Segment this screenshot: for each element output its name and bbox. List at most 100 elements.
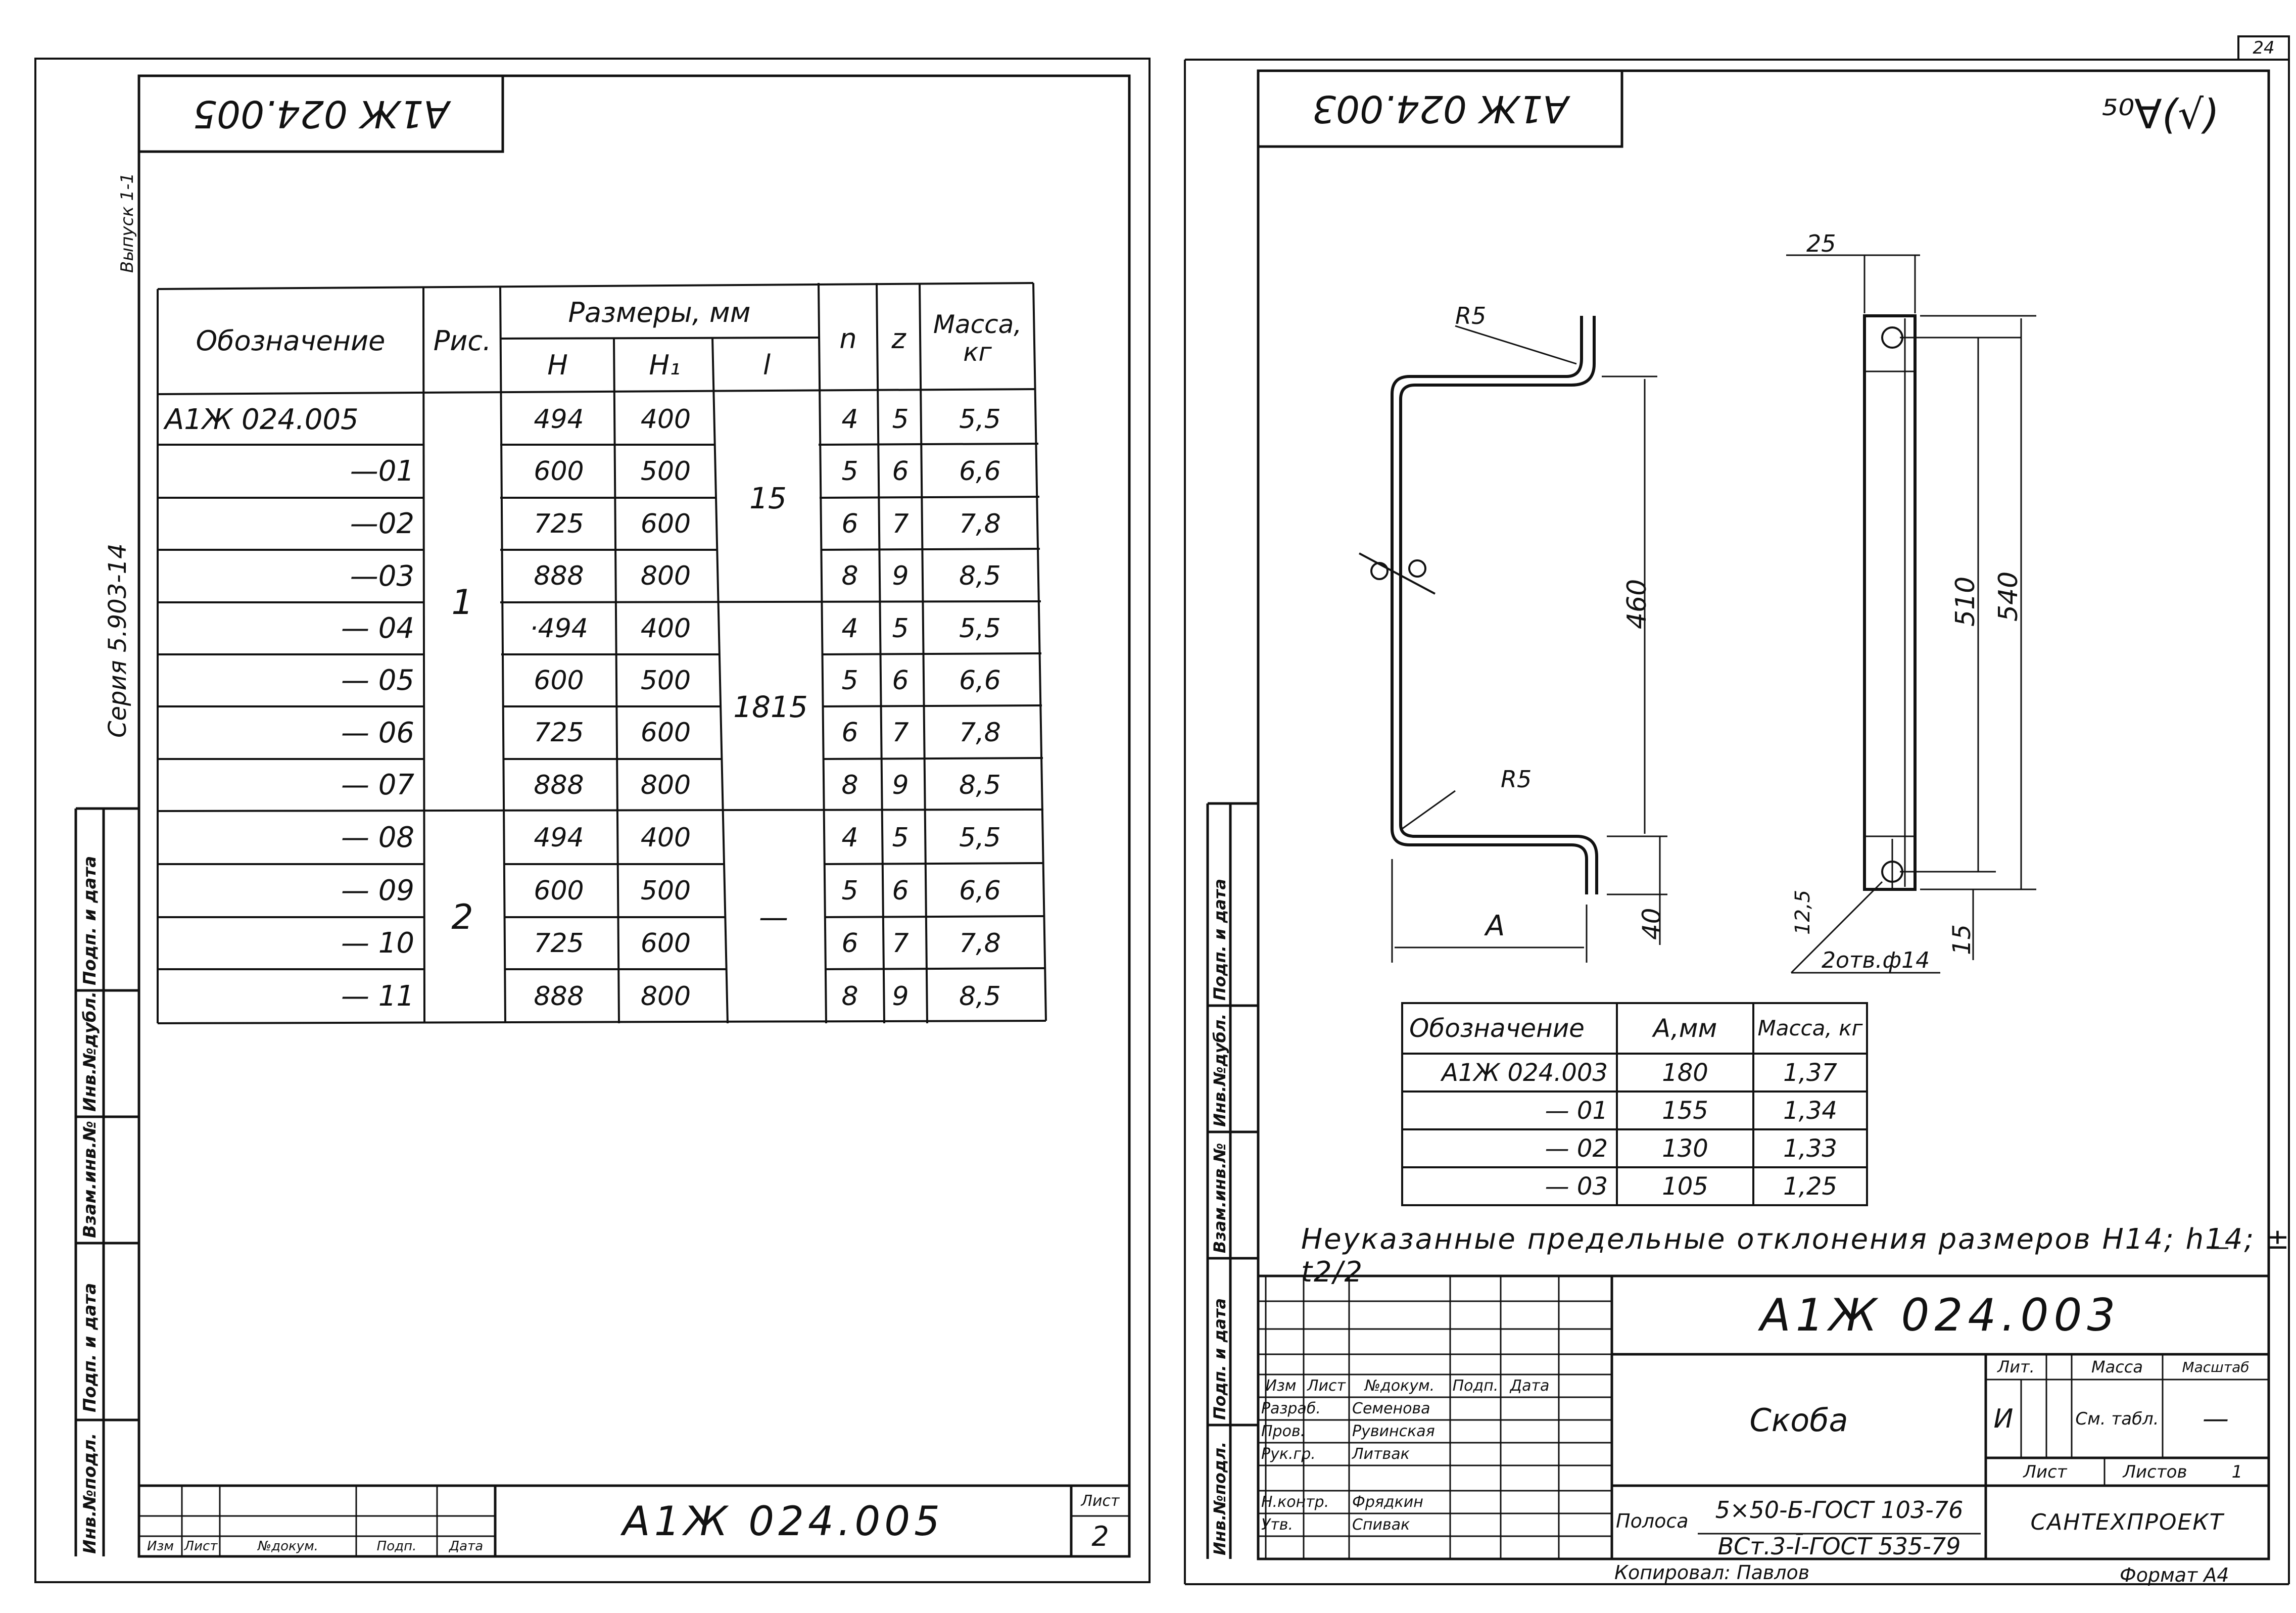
- left-tb-label-doc: №докум.: [258, 1539, 318, 1554]
- rt-tb-role-name: Спивак: [1352, 1516, 1410, 1534]
- dim-12-5: 12,5: [1791, 889, 1814, 935]
- right-stamp-label-2: Подп. и дата: [1210, 1298, 1229, 1420]
- rt-tb-role-role: Утв.: [1261, 1516, 1293, 1534]
- left-row-z: 6: [892, 875, 909, 906]
- right-row-mass: 1,37: [1783, 1058, 1837, 1087]
- left-row-mass: 6,6: [959, 665, 1001, 696]
- dim-r5-bottom: R5: [1501, 766, 1532, 793]
- left-row-H: 600: [534, 456, 584, 487]
- right-row-a: 105: [1662, 1172, 1708, 1201]
- right-row-mass: 1,33: [1783, 1134, 1837, 1163]
- left-row-mass: 7,8: [959, 928, 1001, 959]
- left-row-n: 5: [841, 456, 858, 487]
- right-stamp-label-4: Инв.№дубл.: [1210, 1013, 1229, 1127]
- header-mass: Масса, кг: [933, 310, 1022, 367]
- left-row-designation: — 10: [341, 927, 414, 960]
- header-l: l: [762, 349, 771, 381]
- rt-tb-lit-label: Лит.: [1997, 1357, 2035, 1377]
- left-row-H: 725: [534, 928, 584, 959]
- left-row-mass: 8,5: [959, 561, 1001, 591]
- right-row-mass: 1,25: [1783, 1172, 1837, 1201]
- left-top-stamp-text: А1Ж 024.005: [193, 92, 449, 135]
- left-stamp-label-2: Подп. и дата: [80, 1283, 100, 1412]
- left-row-n: 5: [841, 665, 858, 696]
- rt-tb-role-role: Н.контр.: [1261, 1493, 1329, 1511]
- left-row-H1: 800: [640, 981, 691, 1012]
- left-tb-label-list: Лист: [184, 1539, 218, 1554]
- left-row-mass: 5,5: [959, 613, 1001, 644]
- left-row-H: 888: [534, 561, 584, 591]
- left-row-mass: 6,6: [959, 875, 1001, 906]
- left-row-H: 494: [534, 822, 584, 853]
- left-row-designation: — 09: [341, 874, 414, 907]
- tolerance-note: Неуказанные предельные отклонения размер…: [1301, 1223, 2291, 1289]
- right-row-designation: А1Ж 024.003: [1442, 1058, 1608, 1087]
- rt-tb-sheet-label: Лист: [2023, 1461, 2067, 1482]
- left-row-z: 9: [892, 981, 909, 1012]
- left-stamp-label-5: Подп. и дата: [80, 856, 100, 985]
- left-row-z: 7: [892, 718, 909, 748]
- left-row-n: 8: [841, 770, 858, 800]
- left-row-H1: 600: [640, 718, 691, 748]
- rt-tb-role-name: Семенова: [1352, 1400, 1430, 1417]
- dim-540: 540: [1993, 571, 2024, 622]
- dim-460: 460: [1622, 579, 1652, 629]
- rt-tb-scale-value: —: [2203, 1403, 2229, 1434]
- left-row-H1: 600: [640, 508, 691, 539]
- dim-510: 510: [1950, 576, 1981, 627]
- right-stamp-label-5: Подп. и дата: [1210, 878, 1229, 1001]
- l-group-3: —: [759, 900, 788, 934]
- rt-tb-label-list: Лист: [1307, 1377, 1346, 1395]
- rt-tb-mass-label: Масса: [2091, 1357, 2143, 1377]
- left-row-z: 9: [892, 561, 909, 591]
- left-tb-label-date: Дата: [449, 1539, 484, 1554]
- left-row-H: 725: [534, 508, 584, 539]
- right-row-a: 155: [1662, 1096, 1708, 1125]
- rt-tb-material-top: 5×50-Б-ГОСТ 103-76: [1715, 1496, 1964, 1524]
- left-row-H1: 600: [640, 928, 691, 959]
- rt-header-mass: Масса, кг: [1757, 1015, 1863, 1040]
- rt-tb-scale-label: Масштаб: [2182, 1358, 2250, 1375]
- left-row-designation: — 05: [341, 664, 414, 697]
- rt-header-a: A,мм: [1653, 1014, 1717, 1043]
- left-row-n: 8: [841, 981, 858, 1012]
- rt-tb-sheets-label: Листов: [2123, 1461, 2187, 1482]
- left-tb-sheet-number: 2: [1091, 1520, 1109, 1552]
- left-row-n: 5: [841, 875, 858, 906]
- left-row-n: 6: [841, 718, 858, 748]
- left-row-H1: 800: [640, 561, 691, 591]
- rt-tb-designation: А1Ж 024.003: [1760, 1289, 2121, 1341]
- figure-group-2: 2: [451, 897, 473, 937]
- rt-tb-organization: Сантехпроект: [2030, 1509, 2224, 1535]
- left-row-designation: — 08: [341, 821, 414, 854]
- dim-r5-top: R5: [1455, 302, 1487, 329]
- rt-header-designation: Обозначение: [1409, 1014, 1585, 1043]
- rt-tb-lit-value: И: [1993, 1403, 2014, 1434]
- left-row-mass: 5,5: [959, 822, 1001, 853]
- left-row-mass: 7,8: [959, 718, 1001, 748]
- rt-tb-mass-value: См. табл.: [2075, 1408, 2159, 1429]
- left-tb-designation: А1Ж 024.005: [622, 1497, 944, 1545]
- left-row-H: 600: [534, 875, 584, 906]
- left-row-H1: 500: [640, 875, 691, 906]
- left-tb-sheet-label: Лист: [1081, 1492, 1120, 1510]
- header-H: H: [547, 349, 568, 381]
- rt-tb-role-role: Пров.: [1261, 1422, 1306, 1440]
- rt-tb-material-bottom: ВСт.3-Ī-ГОСТ 535-79: [1717, 1533, 1961, 1560]
- page-number: 24: [2253, 38, 2275, 58]
- left-row-z: 9: [892, 770, 909, 800]
- left-row-designation: — 07: [341, 769, 414, 801]
- right-row-a: 180: [1662, 1058, 1708, 1087]
- left-row-mass: 8,5: [959, 770, 1001, 800]
- left-row-designation: —03: [350, 559, 414, 593]
- left-row-mass: 6,6: [959, 456, 1001, 487]
- left-row-H: 725: [534, 718, 584, 748]
- left-row-H1: 500: [640, 665, 691, 696]
- header-n: n: [839, 322, 857, 355]
- left-row-mass: 7,8: [959, 508, 1001, 539]
- right-row-designation: — 01: [1545, 1096, 1608, 1125]
- left-top-stamp: А1Ж 024.005: [139, 76, 503, 152]
- rt-format: Формат А4: [2120, 1564, 2229, 1586]
- left-stamp-label-1: Инв.№подл.: [80, 1433, 100, 1554]
